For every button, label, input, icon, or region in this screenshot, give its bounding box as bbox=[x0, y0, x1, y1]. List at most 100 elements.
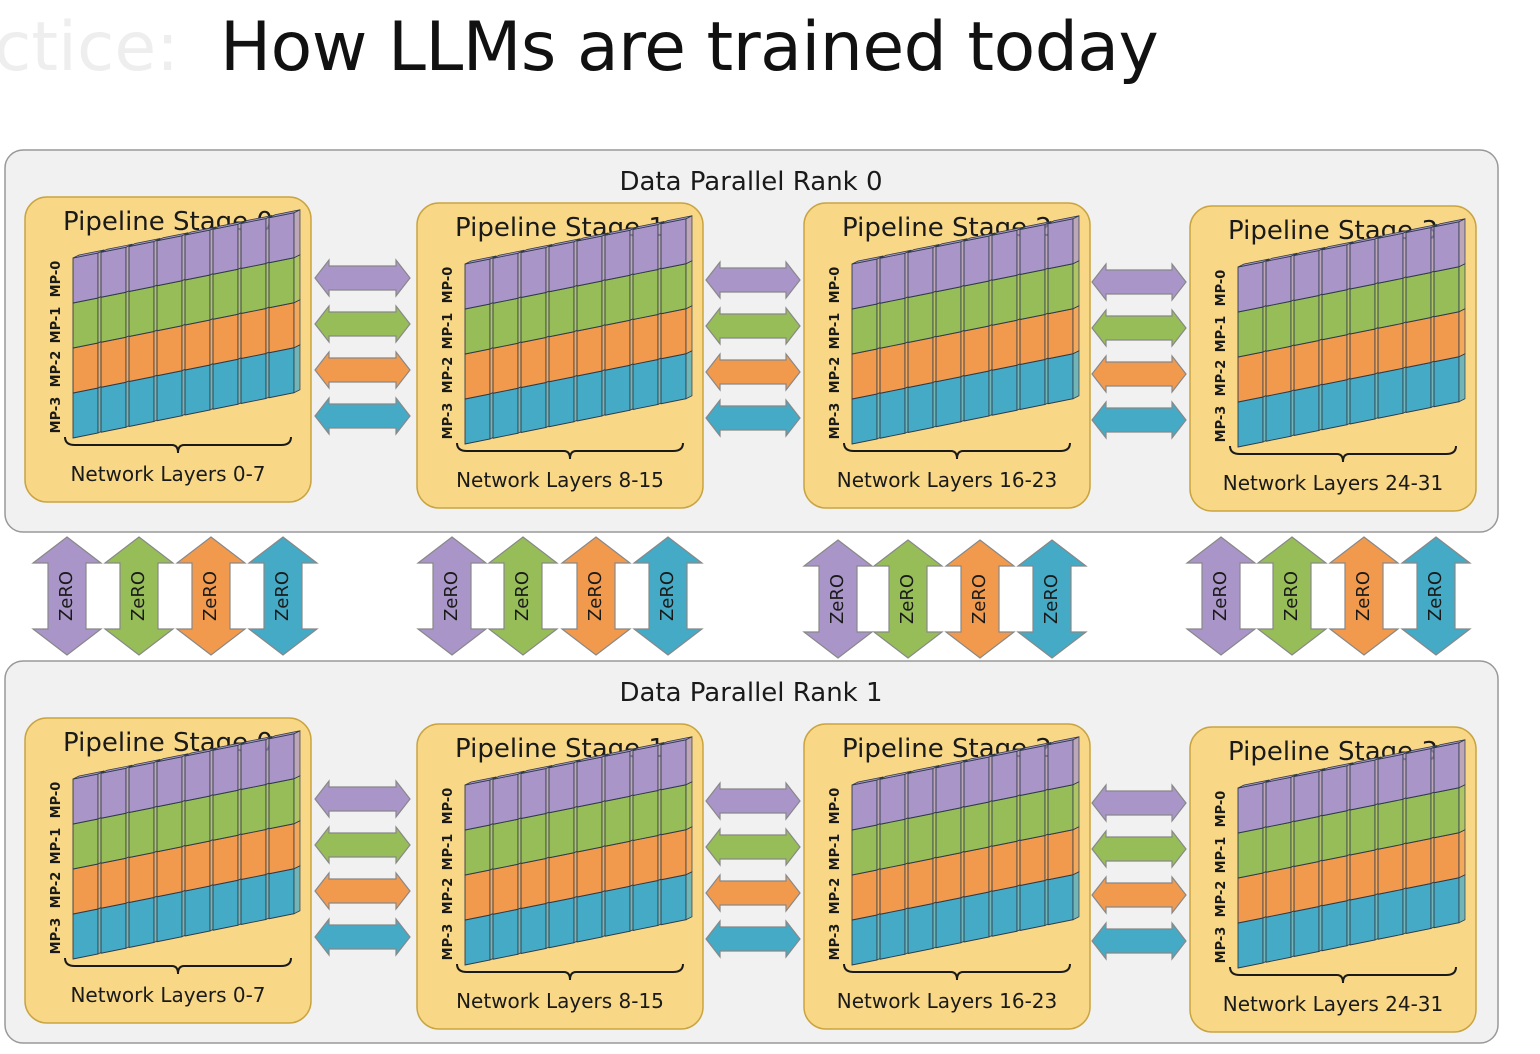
pipeline-transfer-arrow bbox=[1091, 875, 1187, 915]
zero-label: ZeRO bbox=[1281, 571, 1302, 621]
layer-segment-mp0 bbox=[464, 258, 491, 310]
pipeline-transfer-arrow bbox=[1091, 354, 1187, 394]
layer-segment-mp2 bbox=[1019, 313, 1046, 366]
layer-top-face bbox=[520, 244, 553, 253]
layer-top-face bbox=[851, 255, 884, 265]
zero-arrow: ZeRO bbox=[872, 539, 944, 659]
layer-segment-mp1 bbox=[128, 806, 155, 859]
layer-top-face bbox=[1377, 750, 1410, 760]
pipeline-transfer-arrow bbox=[705, 260, 801, 300]
layer-segment-mp0 bbox=[604, 229, 631, 281]
zero-arrow-shape bbox=[1185, 536, 1257, 656]
layer-segment-mp2 bbox=[660, 829, 687, 881]
layer-segment-mp1 bbox=[548, 286, 575, 338]
layer-top-face bbox=[156, 753, 189, 763]
layer-segment-mp3 bbox=[156, 370, 183, 422]
layer-top-face bbox=[184, 226, 217, 236]
layer-segment-mp1 bbox=[156, 801, 183, 853]
network-layer-stack bbox=[851, 736, 1080, 966]
layer-segment-mp2 bbox=[991, 319, 1018, 371]
zero-arrow-shape bbox=[802, 539, 874, 659]
layer-segment-mp1 bbox=[1321, 289, 1348, 341]
layer-segment-mp1 bbox=[1293, 294, 1320, 347]
layer-segment-mp2 bbox=[184, 319, 211, 371]
layer-segment-mp0 bbox=[1047, 739, 1074, 791]
layer-segment-mp3 bbox=[907, 902, 934, 955]
layer-segment-mp1 bbox=[1321, 810, 1348, 862]
layer-segment-mp1 bbox=[128, 285, 155, 338]
layer-segment-mp1 bbox=[72, 297, 99, 349]
layer-segment-mp2 bbox=[963, 325, 990, 377]
layers-brace bbox=[1229, 445, 1457, 463]
layer-segment-mp3 bbox=[1265, 390, 1292, 442]
layer-segment-side bbox=[293, 344, 301, 394]
layer-segment-mp0 bbox=[548, 241, 575, 293]
layer-segment-mp1 bbox=[268, 778, 295, 830]
layer-segment-side bbox=[1458, 739, 1466, 789]
layer-segment-mp1 bbox=[1293, 815, 1320, 868]
layer-segment-mp2 bbox=[1405, 837, 1432, 890]
layer-segment-side bbox=[1458, 829, 1466, 879]
mp-label: MP-0 bbox=[828, 788, 843, 825]
layer-segment-mp1 bbox=[548, 807, 575, 859]
zero-label: ZeRO bbox=[1041, 574, 1062, 624]
layer-segment-mp3 bbox=[935, 897, 962, 949]
layer-segment-mp1 bbox=[1047, 263, 1074, 315]
layer-segment-mp0 bbox=[1237, 261, 1264, 313]
pipeline-stage: Pipeline Stage 2MP-0MP-1MP-2MP-3Network … bbox=[803, 723, 1091, 1030]
layer-segment-mp2 bbox=[156, 325, 183, 377]
layer-top-face bbox=[212, 220, 245, 230]
pipeline-arrow-group bbox=[314, 258, 411, 436]
layer-top-face bbox=[548, 238, 581, 248]
layer-segment-side bbox=[1072, 260, 1080, 310]
layer-segment-side bbox=[293, 254, 301, 304]
layer-segment-mp0 bbox=[991, 750, 1018, 802]
network-layers-label: Network Layers 0-7 bbox=[70, 462, 265, 486]
mp-label: MP-0 bbox=[441, 267, 456, 304]
layer-segment-mp3 bbox=[576, 891, 603, 943]
layer-segment-mp1 bbox=[1433, 266, 1460, 318]
layer-segment-mp2 bbox=[1349, 328, 1376, 380]
layer-segment-side bbox=[1072, 781, 1080, 831]
network-layers-label: Network Layers 16-23 bbox=[837, 989, 1058, 1013]
layer-top-face bbox=[1293, 768, 1326, 777]
layer-segment-mp0 bbox=[963, 235, 990, 287]
mp-label: MP-2 bbox=[441, 357, 456, 394]
layer-segment-mp3 bbox=[963, 891, 990, 943]
layer-segment-mp3 bbox=[1321, 900, 1348, 952]
layer-segment-mp0 bbox=[128, 761, 155, 814]
layer-top-face bbox=[879, 249, 912, 259]
zero-arrow-shape bbox=[1328, 536, 1400, 656]
layer-segment-mp0 bbox=[1019, 223, 1046, 276]
layer-segment-mp1 bbox=[1405, 792, 1432, 845]
layer-segment-side bbox=[1458, 263, 1466, 313]
layer-segment-mp3 bbox=[212, 879, 239, 931]
pipeline-transfer-arrow bbox=[314, 396, 411, 436]
network-layers-label: Network Layers 8-15 bbox=[456, 468, 664, 492]
layer-segment-mp2 bbox=[604, 319, 631, 371]
layer-segment-mp1 bbox=[632, 268, 659, 321]
pipeline-transfer-arrow bbox=[705, 919, 801, 959]
layer-segment-mp1 bbox=[1377, 277, 1404, 329]
layer-top-face bbox=[660, 215, 693, 225]
layer-segment-side bbox=[1458, 218, 1466, 268]
layer-segment-mp1 bbox=[1019, 789, 1046, 842]
layer-top-face bbox=[548, 759, 581, 769]
layer-segment-mp0 bbox=[268, 212, 295, 264]
layer-segment-mp3 bbox=[268, 868, 295, 920]
layer-segment-mp2 bbox=[492, 863, 519, 915]
zero-label: ZeRO bbox=[585, 571, 606, 621]
zero-arrow: ZeRO bbox=[802, 539, 874, 659]
layer-segment-mp3 bbox=[576, 370, 603, 422]
pipeline-stage: Pipeline Stage 3MP-0MP-1MP-2MP-3Network … bbox=[1189, 726, 1477, 1033]
layer-segment-side bbox=[1458, 353, 1466, 403]
layer-segment-mp2 bbox=[851, 348, 878, 400]
zero-arrow-shape bbox=[872, 539, 944, 659]
mp-label: MP-3 bbox=[828, 924, 843, 961]
layer-top-face bbox=[72, 249, 105, 259]
layer-top-face bbox=[963, 232, 996, 242]
layer-segment-mp0 bbox=[632, 744, 659, 797]
layer-top-face bbox=[1377, 229, 1410, 239]
network-layers-label: Network Layers 16-23 bbox=[837, 468, 1058, 492]
pipeline-stage: Pipeline Stage 3MP-0MP-1MP-2MP-3Network … bbox=[1189, 205, 1477, 512]
